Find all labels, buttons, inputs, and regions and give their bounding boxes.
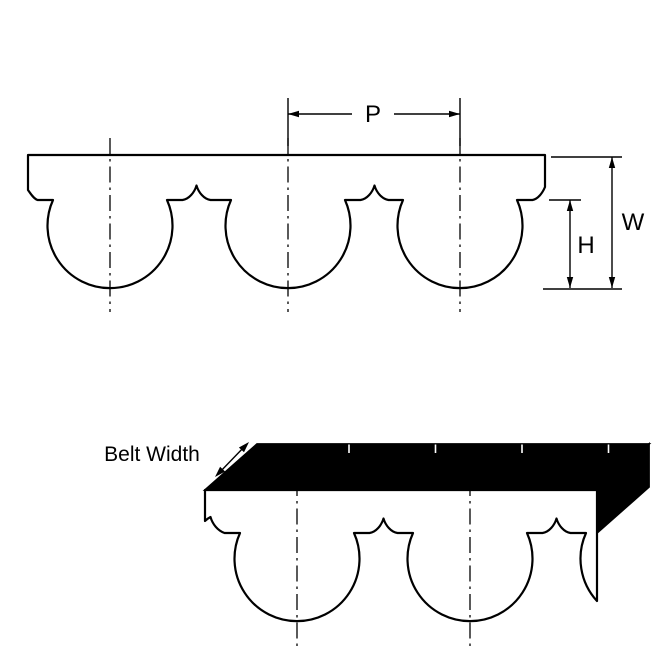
belt-thickness-dimension: W: [543, 156, 645, 290]
arrowhead-down-icon: [566, 277, 574, 288]
belt-end-face: [596, 442, 650, 535]
belt-3d-view: Belt Width: [104, 442, 652, 648]
belt-top-surface: [202, 443, 652, 491]
pitch-dimension: P: [287, 98, 461, 146]
arrowhead-up-icon: [608, 157, 616, 168]
arrowhead-upright-icon: [238, 442, 249, 453]
tooth-height-label: H: [577, 232, 594, 259]
belt-profile-outline: [26, 153, 547, 290]
arrowhead-up-icon: [566, 200, 574, 211]
arrowhead-right-icon: [449, 110, 460, 118]
arrowhead-down-icon: [608, 277, 616, 288]
belt-width-label: Belt Width: [104, 443, 200, 466]
belt-cross-section: P W H: [26, 98, 645, 312]
belt-3d-front-face: [203, 488, 599, 623]
pitch-label: P: [365, 101, 381, 128]
belt-width-callout: Belt Width: [104, 442, 249, 477]
belt-thickness-label: W: [622, 209, 645, 236]
arrowhead-left-icon: [288, 110, 299, 118]
tooth-height-dimension: H: [549, 199, 595, 288]
arrowhead-downleft-icon: [215, 466, 226, 477]
